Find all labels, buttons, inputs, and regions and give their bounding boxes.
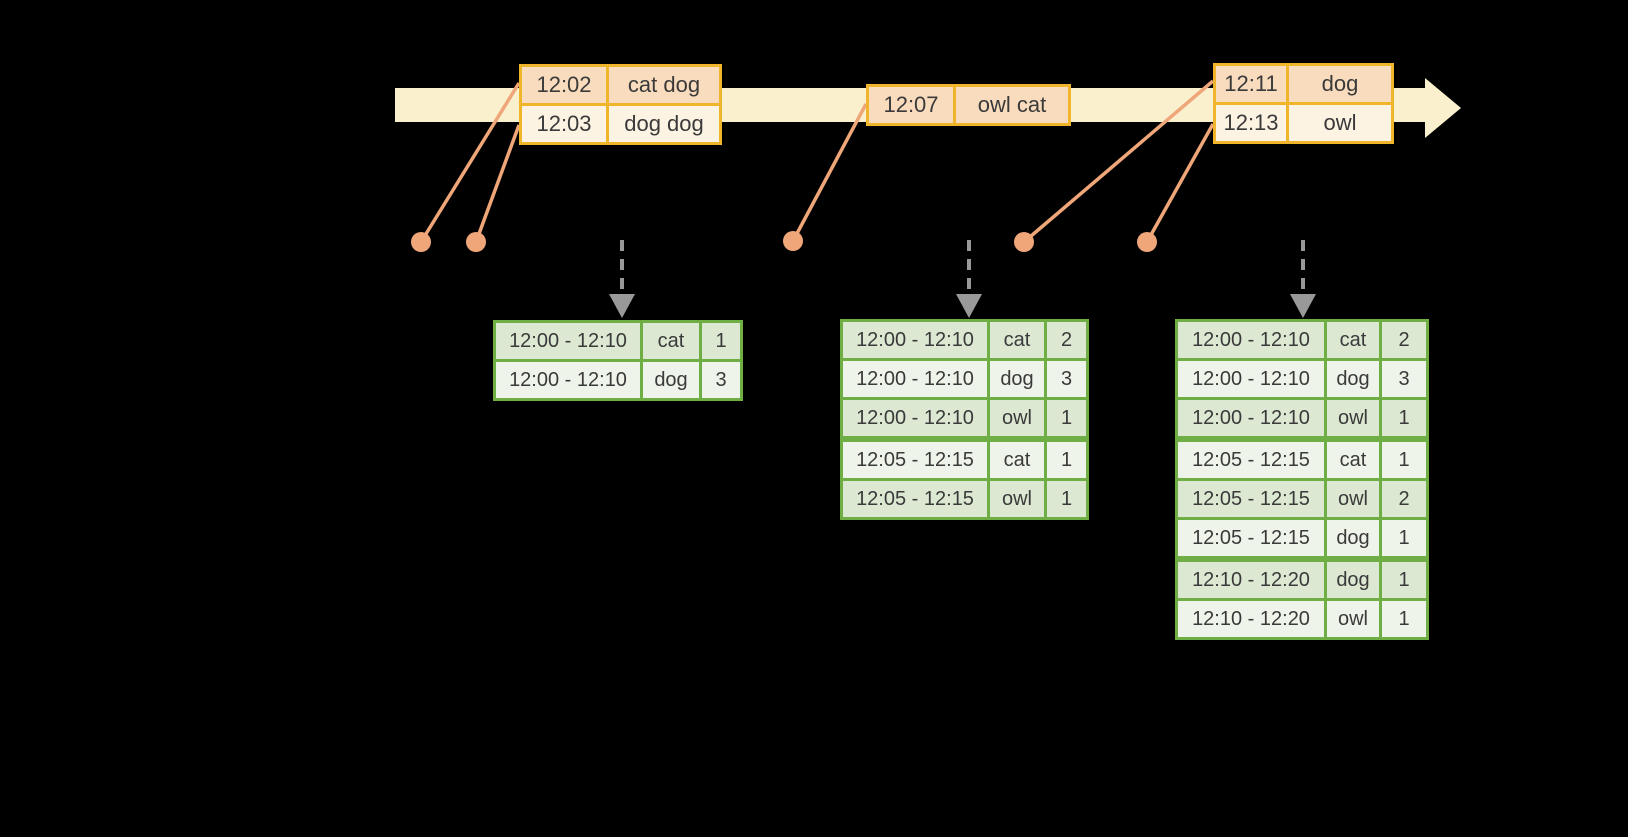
window-cell: 12:05 - 12:15 bbox=[1175, 517, 1327, 561]
result-row: 12:05 - 12:15 owl 2 bbox=[1175, 478, 1429, 520]
result-row: 12:00 - 12:10 cat 2 bbox=[1175, 319, 1429, 361]
word-cell: cat bbox=[1324, 436, 1382, 481]
word-cell: dog bbox=[640, 359, 702, 401]
window-cell: 12:00 - 12:10 bbox=[840, 319, 990, 361]
event-table-2: 12:07 owl cat bbox=[866, 84, 1071, 126]
result-row: 12:10 - 12:20 owl 1 bbox=[1175, 598, 1429, 640]
event-table-1: 12:02 cat dog 12:03 dog dog bbox=[519, 64, 722, 145]
result-table-2: 12:00 - 12:10 cat 2 12:00 - 12:10 dog 3 … bbox=[840, 319, 1089, 520]
word-cell: cat bbox=[987, 436, 1047, 481]
event-connector-line bbox=[791, 103, 868, 242]
word-cell: owl bbox=[1324, 478, 1382, 520]
event-dot bbox=[783, 231, 803, 251]
window-cell: 12:05 - 12:15 bbox=[1175, 478, 1327, 520]
count-cell: 1 bbox=[1044, 436, 1089, 481]
event-row: 12:02 cat dog bbox=[519, 64, 722, 106]
word-cell: dog bbox=[987, 358, 1047, 400]
result-row: 12:00 - 12:10 dog 3 bbox=[840, 358, 1089, 400]
event-row: 12:11 dog bbox=[1213, 63, 1394, 105]
word-cell: dog bbox=[1324, 556, 1382, 601]
result-row: 12:05 - 12:15 cat 1 bbox=[1175, 436, 1429, 481]
word-cell: cat bbox=[987, 319, 1047, 361]
result-row: 12:10 - 12:20 dog 1 bbox=[1175, 556, 1429, 601]
result-row: 12:05 - 12:15 owl 1 bbox=[840, 478, 1089, 520]
count-cell: 3 bbox=[1044, 358, 1089, 400]
window-cell: 12:00 - 12:10 bbox=[493, 320, 643, 362]
count-cell: 3 bbox=[1379, 358, 1429, 400]
window-cell: 12:00 - 12:10 bbox=[1175, 397, 1327, 441]
result-row: 12:00 - 12:10 owl 1 bbox=[1175, 397, 1429, 441]
window-cell: 12:10 - 12:20 bbox=[1175, 598, 1327, 640]
word-cell: cat bbox=[640, 320, 702, 362]
event-time-cell: 12:03 bbox=[519, 103, 609, 145]
word-cell: dog bbox=[1324, 517, 1382, 561]
event-dot bbox=[1137, 232, 1157, 252]
event-dot bbox=[1014, 232, 1034, 252]
count-cell: 1 bbox=[1379, 436, 1429, 481]
result-row: 12:00 - 12:10 dog 3 bbox=[1175, 358, 1429, 400]
word-cell: owl bbox=[1324, 397, 1382, 441]
event-time-cell: 12:02 bbox=[519, 64, 609, 106]
result-row: 12:00 - 12:10 dog 3 bbox=[493, 359, 743, 401]
event-words-cell: owl cat bbox=[953, 84, 1071, 126]
event-row: 12:07 owl cat bbox=[866, 84, 1071, 126]
event-words-cell: cat dog bbox=[606, 64, 722, 106]
event-table-3: 12:11 dog 12:13 owl bbox=[1213, 63, 1394, 144]
window-cell: 12:00 - 12:10 bbox=[1175, 358, 1327, 400]
event-words-cell: owl bbox=[1286, 102, 1394, 144]
count-cell: 2 bbox=[1379, 319, 1429, 361]
count-cell: 3 bbox=[699, 359, 743, 401]
window-cell: 12:05 - 12:15 bbox=[840, 436, 990, 481]
timeline-arrow-head-icon bbox=[1425, 78, 1461, 138]
count-cell: 1 bbox=[1379, 556, 1429, 601]
word-cell: dog bbox=[1324, 358, 1382, 400]
event-dot bbox=[466, 232, 486, 252]
count-cell: 2 bbox=[1044, 319, 1089, 361]
result-row: 12:05 - 12:15 cat 1 bbox=[840, 436, 1089, 481]
event-row: 12:03 dog dog bbox=[519, 103, 722, 145]
window-cell: 12:10 - 12:20 bbox=[1175, 556, 1327, 601]
word-cell: owl bbox=[1324, 598, 1382, 640]
word-cell: owl bbox=[987, 397, 1047, 441]
result-table-3: 12:00 - 12:10 cat 2 12:00 - 12:10 dog 3 … bbox=[1175, 319, 1429, 640]
word-cell: cat bbox=[1324, 319, 1382, 361]
result-row: 12:05 - 12:15 dog 1 bbox=[1175, 517, 1429, 561]
result-row: 12:00 - 12:10 owl 1 bbox=[840, 397, 1089, 441]
event-connector-line bbox=[1145, 123, 1215, 243]
event-row: 12:13 owl bbox=[1213, 102, 1394, 144]
count-cell: 1 bbox=[1379, 517, 1429, 561]
window-cell: 12:00 - 12:10 bbox=[840, 397, 990, 441]
event-connector-line bbox=[474, 124, 521, 243]
count-cell: 2 bbox=[1379, 478, 1429, 520]
window-cell: 12:00 - 12:10 bbox=[1175, 319, 1327, 361]
result-table-1: 12:00 - 12:10 cat 1 12:00 - 12:10 dog 3 bbox=[493, 320, 743, 401]
trigger-arrow-head-icon bbox=[1290, 294, 1316, 318]
event-words-cell: dog bbox=[1286, 63, 1394, 105]
event-time-cell: 12:13 bbox=[1213, 102, 1289, 144]
result-row: 12:00 - 12:10 cat 2 bbox=[840, 319, 1089, 361]
result-row: 12:00 - 12:10 cat 1 bbox=[493, 320, 743, 362]
window-cell: 12:00 - 12:10 bbox=[840, 358, 990, 400]
count-cell: 1 bbox=[699, 320, 743, 362]
count-cell: 1 bbox=[1379, 598, 1429, 640]
count-cell: 1 bbox=[1044, 397, 1089, 441]
window-cell: 12:05 - 12:15 bbox=[840, 478, 990, 520]
count-cell: 1 bbox=[1044, 478, 1089, 520]
event-dot bbox=[411, 232, 431, 252]
trigger-arrow-head-icon bbox=[609, 294, 635, 318]
window-cell: 12:00 - 12:10 bbox=[493, 359, 643, 401]
event-time-cell: 12:11 bbox=[1213, 63, 1289, 105]
event-time-cell: 12:07 bbox=[866, 84, 956, 126]
event-words-cell: dog dog bbox=[606, 103, 722, 145]
trigger-arrow-head-icon bbox=[956, 294, 982, 318]
window-cell: 12:05 - 12:15 bbox=[1175, 436, 1327, 481]
count-cell: 1 bbox=[1379, 397, 1429, 441]
word-cell: owl bbox=[987, 478, 1047, 520]
